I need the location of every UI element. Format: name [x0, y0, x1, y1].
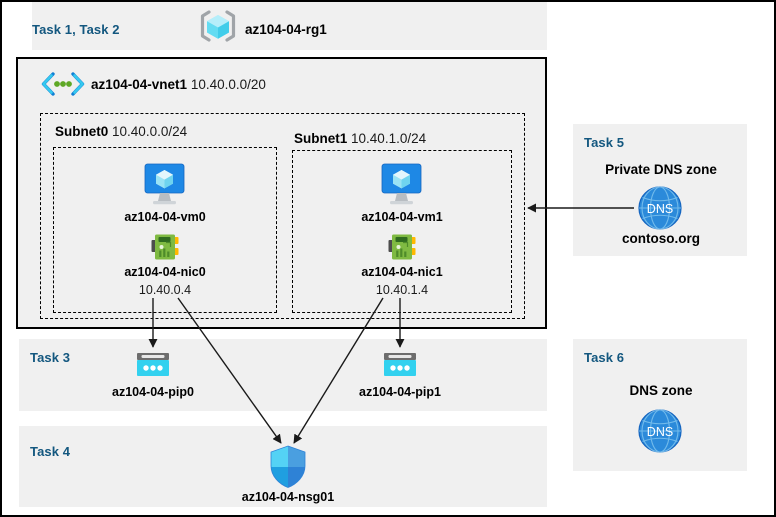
vm1-label: az104-04-vm1 — [361, 210, 443, 224]
subnet0-title: Subnet0 10.40.0.0/24 — [55, 124, 187, 139]
nic1-ip: 10.40.1.4 — [375, 283, 429, 297]
task-label-1-2: Task 1, Task 2 — [32, 22, 120, 37]
pip0-label: az104-04-pip0 — [112, 385, 194, 399]
network-security-group-icon — [268, 445, 308, 489]
vm0-label: az104-04-vm0 — [124, 210, 206, 224]
subnet0-name: Subnet0 — [55, 124, 109, 139]
nic1-label: az104-04-nic1 — [361, 265, 443, 279]
task-label-6: Task 6 — [584, 350, 625, 365]
vnet-title: az104-04-vnet1 10.40.0.0/20 — [91, 77, 266, 92]
private-dns-zone-name: contoso.org — [622, 231, 700, 246]
vnet-cidr: 10.40.0.0/20 — [190, 77, 266, 92]
virtual-machine-icon — [137, 162, 192, 206]
virtual-network-icon — [40, 71, 86, 97]
nsg-label: az104-04-nsg01 — [241, 490, 335, 504]
nic0-label: az104-04-nic0 — [124, 265, 206, 279]
subnet1-box — [292, 150, 512, 313]
subnets-region — [40, 113, 525, 319]
resource-group-header-panel — [32, 2, 547, 50]
task-label-4: Task 4 — [30, 444, 71, 459]
pip1-label: az104-04-pip1 — [359, 385, 441, 399]
dns-zone-icon: DNS — [636, 184, 684, 232]
dns-icon-text: DNS — [647, 202, 673, 216]
network-interface-icon — [387, 232, 417, 262]
vnet-container — [16, 57, 547, 329]
subnet1-title: Subnet1 10.40.1.0/24 — [294, 131, 426, 146]
resource-group-icon — [198, 8, 238, 44]
dns-zone-title: DNS zone — [629, 383, 693, 398]
subnet1-cidr: 10.40.1.0/24 — [351, 131, 427, 146]
subnet0-box — [53, 147, 277, 313]
dns-zone-icon: DNS — [636, 407, 684, 455]
task3-panel — [19, 339, 547, 411]
network-interface-icon — [150, 232, 180, 262]
dns-icon-text: DNS — [647, 425, 673, 439]
subnet0-cidr: 10.40.0.0/24 — [112, 124, 188, 139]
virtual-machine-icon — [374, 162, 429, 206]
subnet1-name: Subnet1 — [294, 131, 348, 146]
resource-group-name: az104-04-rg1 — [245, 22, 327, 37]
nic0-ip: 10.40.0.4 — [138, 283, 192, 297]
vnet-name: az104-04-vnet1 — [91, 77, 188, 92]
task-label-3: Task 3 — [30, 350, 71, 365]
task-label-5: Task 5 — [584, 135, 625, 150]
private-dns-zone-title: Private DNS zone — [605, 162, 717, 177]
public-ip-address-icon — [382, 352, 418, 380]
public-ip-address-icon — [135, 352, 171, 380]
